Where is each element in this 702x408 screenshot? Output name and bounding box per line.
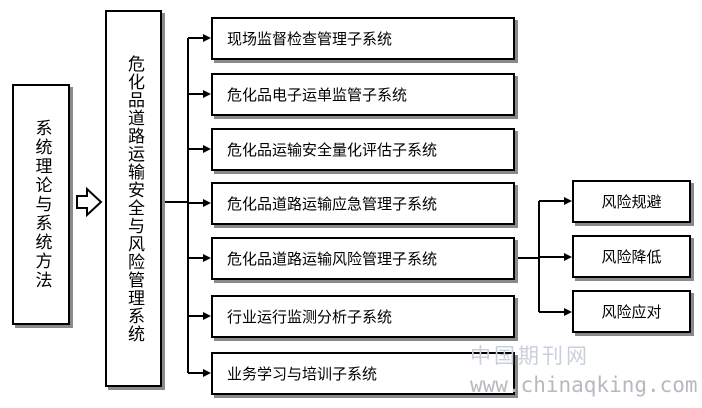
subsystem-box: 危化品道路运输风险管理子系统 — [211, 237, 515, 280]
risk-measure-box: 风险降低 — [572, 235, 691, 278]
risk-measure-box: 风险应对 — [572, 290, 691, 333]
subsystem-label: 现场监督检查管理子系统 — [227, 30, 393, 48]
subsystem-box: 业务学习与培训子系统 — [211, 352, 515, 395]
subsystem-box: 危化品道路运输应急管理子系统 — [211, 182, 515, 225]
subsystem-label: 危化品道路运输应急管理子系统 — [227, 195, 438, 213]
theory-box: 系统理论与系统方法 — [12, 84, 70, 325]
subsystem-branches — [188, 34, 211, 377]
subsystem-label: 危化品道路运输风险管理子系统 — [227, 250, 438, 268]
risk-measure-box: 风险规避 — [572, 180, 691, 223]
subsystem-box: 现场监督检查管理子系统 — [211, 17, 515, 60]
watermark-cn: 中国期刊网 — [470, 344, 590, 368]
subsystem-box: 危化品电子运单监管子系统 — [211, 73, 515, 116]
subsystem-label: 行业运行监测分析子系统 — [227, 308, 393, 326]
subsystem-label: 危化品电子运单监管子系统 — [227, 86, 408, 104]
system-box: 危化品道路运输安全与风险管理系统 — [105, 10, 162, 387]
subsystem-box: 危化品运输安全量化评估子系统 — [211, 128, 515, 171]
subsystem-label: 业务学习与培训子系统 — [227, 365, 378, 383]
risk-measure-label: 风险应对 — [601, 303, 662, 321]
subsystem-box: 行业运行监测分析子系统 — [211, 295, 515, 338]
risk-measure-label: 风险降低 — [601, 248, 662, 266]
subsystem-label: 危化品运输安全量化评估子系统 — [227, 141, 438, 159]
watermark-url: www.chinaqking.com — [470, 373, 698, 397]
theory-label: 系统理论与系统方法 — [31, 119, 52, 290]
hollow-arrow — [76, 186, 103, 218]
risk-branches — [514, 197, 572, 316]
system-label: 危化品道路运输安全与风险管理系统 — [124, 54, 144, 343]
risk-measure-label: 风险规避 — [601, 193, 662, 211]
